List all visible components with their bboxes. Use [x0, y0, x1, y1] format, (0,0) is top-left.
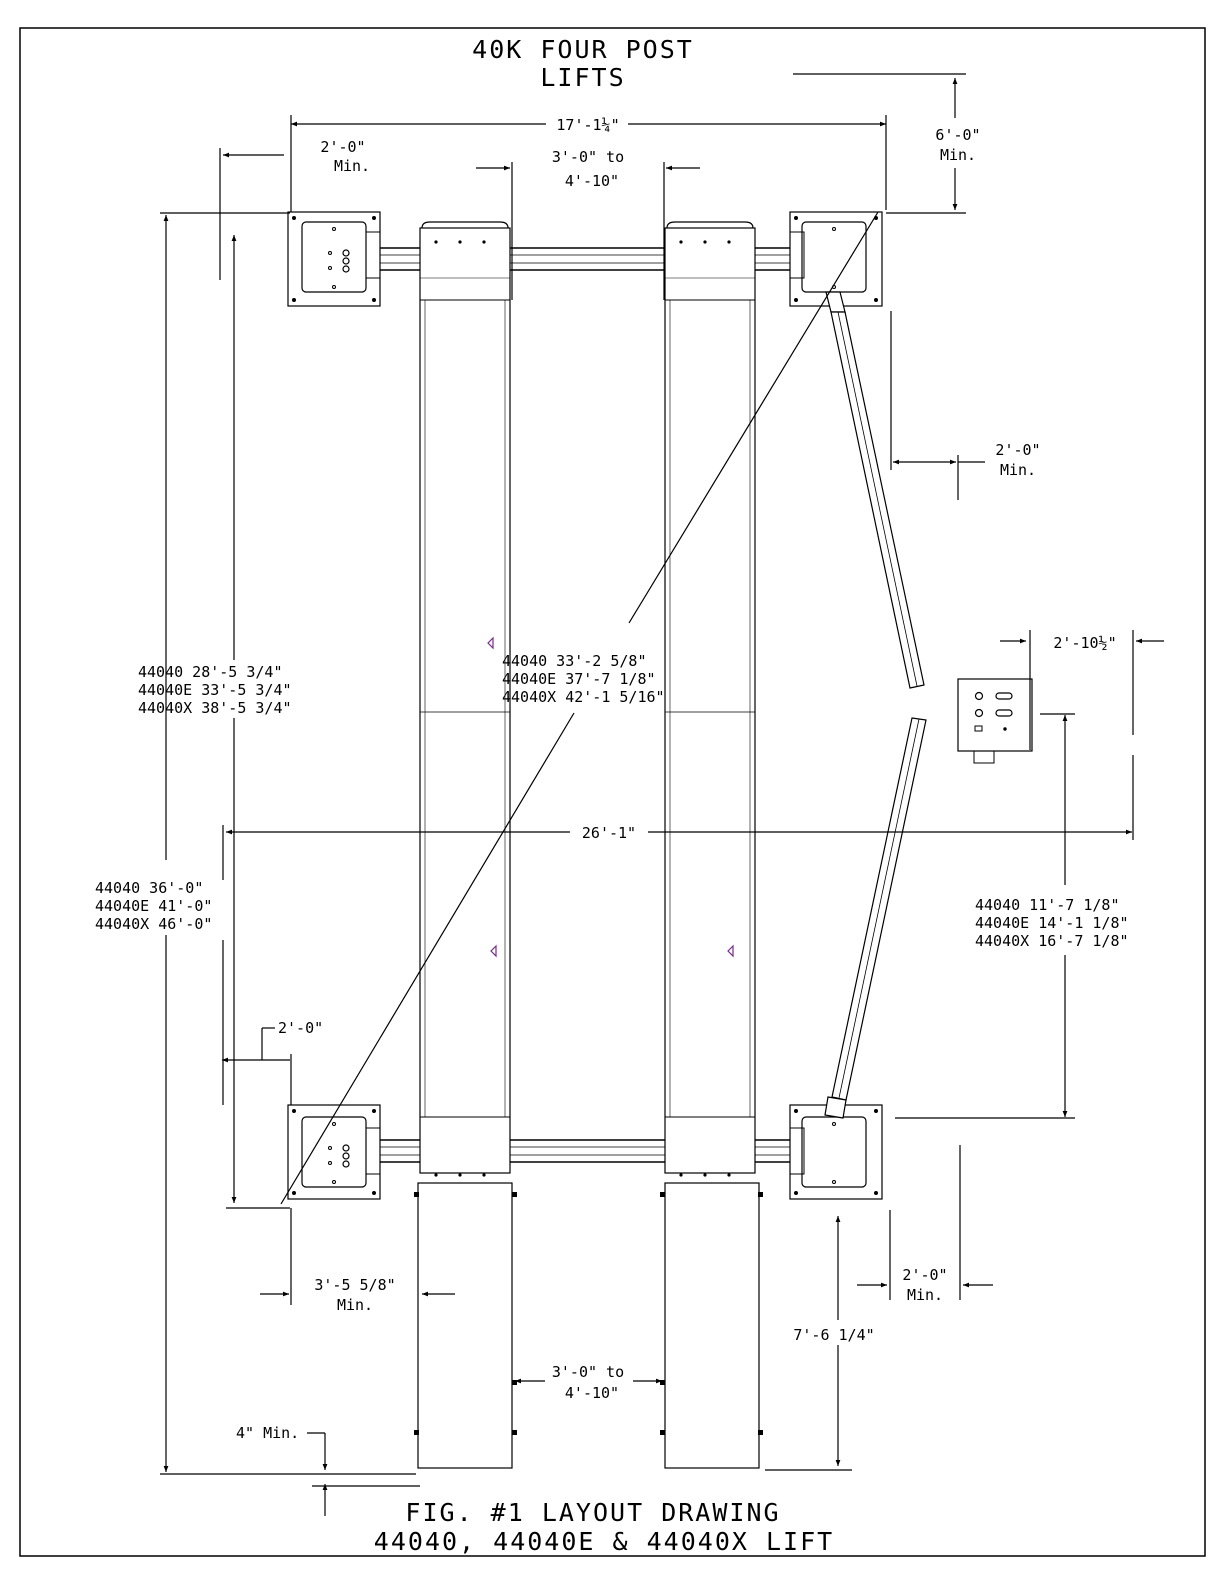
dim-console-offset-1: 44040 11'-7 1/8" [975, 896, 1120, 914]
diagonal-leader-upper [628, 211, 879, 624]
dim-post-spacing-3: 44040X 38'-5 3/4" [138, 699, 292, 717]
dim-overall-length-3: 44040X 46'-0" [95, 915, 212, 933]
runway-markers [487, 636, 734, 958]
dimension-lines [160, 73, 1164, 1516]
right-runway [664, 221, 760, 1469]
dim-runway-gap-bottom-2: 4'-10" [565, 1384, 619, 1402]
lift-structure [280, 211, 1033, 1469]
dim-floor-min: 4" Min. [236, 1424, 299, 1442]
dim-left-clear: 2'-0" [278, 1019, 323, 1037]
caption-line-1: FIG. #1 LAYOUT DRAWING [405, 1498, 780, 1527]
title-line-2: LIFTS [540, 63, 625, 92]
dim-overall-length-1: 44040 36'-0" [95, 879, 203, 897]
dim-post-spacing-2: 44040E 33'-5 3/4" [138, 681, 292, 699]
dim-runway-gap-top-1: 3'-0" to [552, 148, 624, 166]
dim-ramp-length: 7'-6 1/4" [793, 1326, 874, 1344]
control-console [957, 678, 1033, 764]
dim-length-26: 26'-1" [582, 824, 636, 842]
post-bottom-left [287, 1104, 381, 1200]
dim-console-offset-3: 44040X 16'-7 1/8" [975, 932, 1129, 950]
dim-runway-length-2: 44040E 37'-7 1/8" [502, 670, 656, 688]
dim-front-clear: 3'-5 5/8" [314, 1276, 395, 1294]
dimension-labels: 17'-1¼" 2'-0" Min. 3'-0" to 4'-10" 6'-0"… [95, 116, 1129, 1442]
caption-line-2: 44040, 44040E & 44040X LIFT [374, 1527, 834, 1556]
dim-top-left-clear-note: Min. [334, 157, 370, 175]
dim-runway-gap-bottom-1: 3'-0" to [552, 1363, 624, 1381]
dim-runway-length-1: 44040 33'-2 5/8" [502, 652, 647, 670]
dim-side-clear-note: Min. [1000, 461, 1036, 479]
figure-caption: FIG. #1 LAYOUT DRAWING 44040, 44040E & 4… [374, 1498, 834, 1556]
cable-conduit-lower [824, 717, 927, 1119]
dim-post-spacing-1: 44040 28'-5 3/4" [138, 663, 283, 681]
left-runway [417, 221, 513, 1469]
runway-bolts [414, 240, 763, 1435]
dim-rear-clear: 6'-0" [935, 126, 980, 144]
dim-front-right-clear-note: Min. [907, 1286, 943, 1304]
dim-side-clear: 2'-0" [995, 441, 1040, 459]
dim-front-right-clear: 2'-0" [902, 1266, 947, 1284]
dim-console-offset-2: 44040E 14'-1 1/8" [975, 914, 1129, 932]
title-line-1: 40K FOUR POST [472, 35, 694, 64]
post-top-left [287, 211, 381, 307]
dim-rear-clear-note: Min. [940, 146, 976, 164]
dim-runway-gap-top-2: 4'-10" [565, 172, 619, 190]
dim-runway-length-3: 44040X 42'-1 5/16" [502, 688, 665, 706]
cable-conduit-upper [825, 291, 925, 689]
post-bottom-right [789, 1104, 883, 1200]
diagonal-leader-lower [280, 712, 575, 1205]
dim-top-left-clear: 2'-0" [320, 138, 365, 156]
dim-front-clear-note: Min. [337, 1296, 373, 1314]
dim-overall-length-2: 44040E 41'-0" [95, 897, 212, 915]
dim-overall-width: 17'-1¼" [556, 116, 619, 134]
drawing-title: 40K FOUR POST LIFTS [472, 35, 694, 92]
dim-console-width: 2'-10½" [1053, 634, 1116, 652]
drawing-border [19, 27, 1206, 1557]
